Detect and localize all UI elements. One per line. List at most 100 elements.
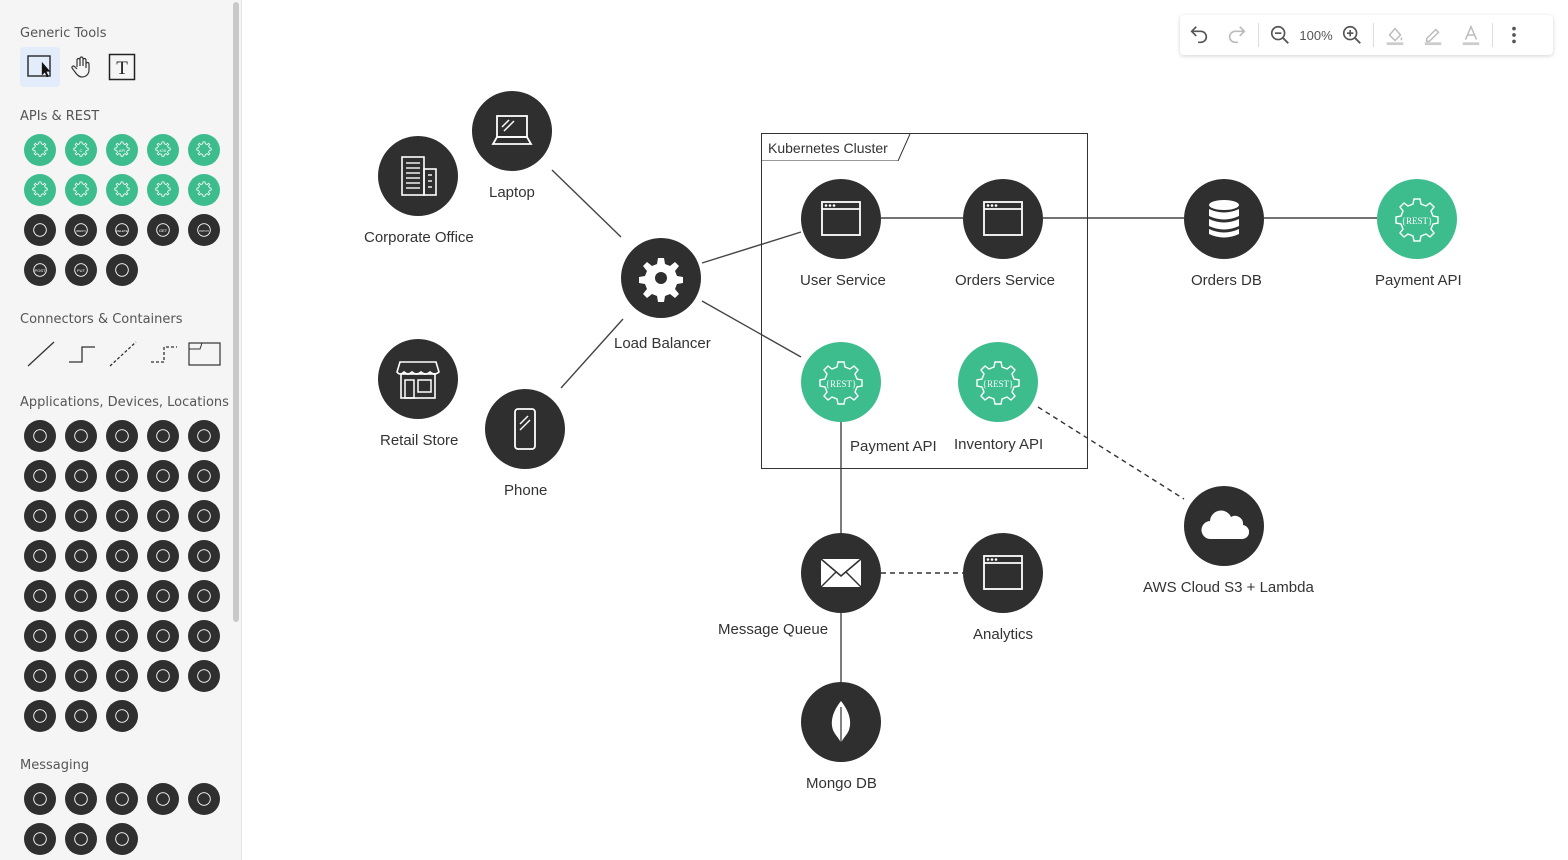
credit-card-icon[interactable] (106, 540, 138, 572)
node-laptop[interactable] (472, 91, 552, 171)
gears-icon[interactable] (106, 620, 138, 652)
node-payment-api-external[interactable]: {REST} (1377, 179, 1457, 259)
desktop-icon[interactable] (188, 540, 220, 572)
rest-icon[interactable]: {REST} (65, 214, 97, 246)
laptop-icon[interactable] (24, 580, 56, 612)
message-channel-icon[interactable] (147, 783, 179, 815)
dashed-elbow-connector-icon[interactable] (147, 340, 181, 368)
undo-button[interactable] (1180, 15, 1218, 55)
bank-icon[interactable] (188, 420, 220, 452)
android-gear-icon[interactable] (188, 134, 220, 166)
zoom-out-button[interactable] (1261, 15, 1299, 55)
get-icon[interactable]: GET (147, 214, 179, 246)
shopping-cart-icon[interactable] (24, 540, 56, 572)
dotnet-gear-icon[interactable] (24, 174, 56, 206)
node-gear-icon[interactable] (106, 174, 138, 206)
xml-message-icon[interactable] (24, 823, 56, 855)
iot-camera-icon[interactable] (147, 620, 179, 652)
node-orders-service[interactable] (963, 179, 1043, 259)
text-tool-button[interactable]: T (102, 47, 142, 87)
node-payment-api-internal[interactable]: {REST} (801, 342, 881, 422)
truck-icon[interactable] (24, 700, 56, 732)
dashed-line-connector-icon[interactable] (106, 340, 140, 368)
api-gear-icon[interactable]: API (106, 134, 138, 166)
hospital-icon[interactable] (147, 460, 179, 492)
envelope-icon[interactable] (65, 783, 97, 815)
node-analytics[interactable] (963, 533, 1043, 613)
lock-icon[interactable] (106, 660, 138, 692)
node-orders-db[interactable] (1184, 179, 1264, 259)
network-hub-icon[interactable] (147, 420, 179, 452)
gear-icon[interactable] (65, 620, 97, 652)
message-router-icon[interactable] (24, 783, 56, 815)
node-user-service[interactable] (801, 179, 881, 259)
select-tool-button[interactable] (20, 47, 60, 87)
car-icon[interactable] (188, 500, 220, 532)
bar-chart-icon[interactable] (65, 420, 97, 452)
line-color-button[interactable] (1414, 15, 1452, 55)
warehouse-icon[interactable] (106, 500, 138, 532)
kubernetes-cluster-container[interactable]: Kubernetes Cluster (761, 133, 1088, 469)
node-corporate-office[interactable] (378, 136, 458, 216)
node-retail-store[interactable] (378, 339, 458, 419)
tablet-icon[interactable] (188, 580, 220, 612)
iot-thermometer-icon[interactable] (24, 660, 56, 692)
server-rack-icon[interactable] (147, 580, 179, 612)
node-message-queue[interactable] (801, 533, 881, 613)
folder-icon[interactable] (24, 620, 56, 652)
government-building-icon[interactable] (65, 460, 97, 492)
zoom-in-button[interactable] (1333, 15, 1371, 55)
node-load-balancer[interactable] (621, 238, 701, 318)
broadcast-icon[interactable] (65, 700, 97, 732)
sidebar-scrollbar[interactable] (233, 2, 239, 622)
more-menu-button[interactable] (1495, 15, 1533, 55)
node-phone[interactable] (485, 389, 565, 469)
section-title-apis-rest: APIs & REST (20, 109, 100, 124)
rest-gear-icon[interactable] (188, 174, 220, 206)
c-gear-icon[interactable]: C (65, 134, 97, 166)
message-shuffle-icon[interactable] (106, 823, 138, 855)
redo-button[interactable] (1218, 15, 1256, 55)
iot-truck-icon[interactable] (65, 660, 97, 692)
factory-icon[interactable] (24, 460, 56, 492)
store-icon[interactable] (65, 500, 97, 532)
container-icon[interactable] (188, 340, 222, 368)
office-building-icon[interactable] (188, 460, 220, 492)
museum-icon[interactable] (106, 460, 138, 492)
cubes-icon[interactable] (106, 420, 138, 452)
message-broadcast-icon[interactable] (106, 783, 138, 815)
toolbar-separator (1492, 23, 1493, 47)
server-icon[interactable] (106, 580, 138, 612)
straight-line-connector-icon[interactable] (24, 340, 58, 368)
apartment-icon[interactable] (24, 500, 56, 532)
node-aws-cloud[interactable] (1184, 486, 1264, 566)
database-icon[interactable] (147, 540, 179, 572)
node-mongo-db[interactable] (801, 682, 881, 762)
cloud-icon[interactable] (65, 540, 97, 572)
browser-window-icon[interactable] (24, 420, 56, 452)
patch-icon[interactable]: PATCH (188, 214, 220, 246)
pie-chart-icon[interactable] (147, 660, 179, 692)
put-icon[interactable]: PUT (65, 254, 97, 286)
text-color-button[interactable] (1452, 15, 1490, 55)
pan-tool-button[interactable] (61, 47, 101, 87)
thermometer-icon[interactable] (188, 660, 220, 692)
swagger-icon[interactable] (24, 214, 56, 246)
antenna-tower-icon[interactable] (106, 700, 138, 732)
iot-car-icon[interactable] (188, 620, 220, 652)
node-inventory-api[interactable]: {REST} (958, 342, 1038, 422)
gear-icon[interactable] (24, 134, 56, 166)
no-api-icon[interactable] (106, 254, 138, 286)
diagram-canvas[interactable]: Kubernetes Cluster Corporate Office Lapt… (243, 0, 1568, 860)
post-icon[interactable]: POST (24, 254, 56, 286)
security-camera-icon[interactable] (147, 500, 179, 532)
python-gear-icon[interactable] (147, 174, 179, 206)
phone-icon[interactable] (65, 580, 97, 612)
fill-color-button[interactable] (1376, 15, 1414, 55)
js-gear-icon[interactable] (65, 174, 97, 206)
delete-icon[interactable]: DELETE (106, 214, 138, 246)
elbow-connector-icon[interactable] (65, 340, 99, 368)
ios-gear-icon[interactable]: iOS (147, 134, 179, 166)
json-message-icon[interactable] (188, 783, 220, 815)
message-exchange-icon[interactable] (65, 823, 97, 855)
